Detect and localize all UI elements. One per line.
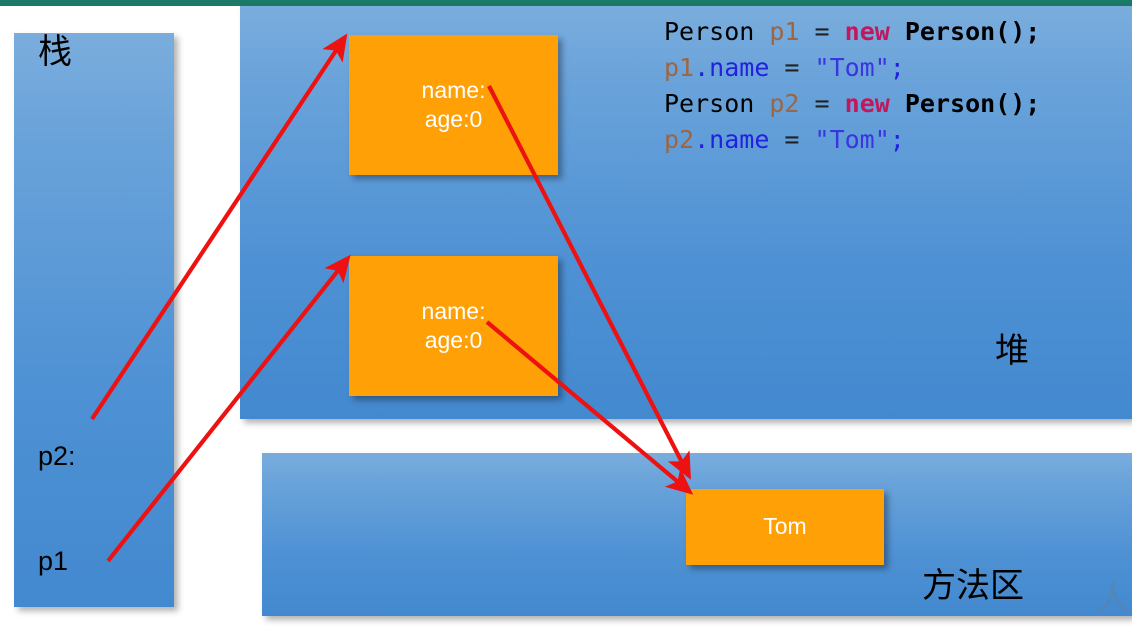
code-token-4-1: p2 — [664, 125, 695, 154]
method-area-string-constant: Tom — [686, 489, 884, 565]
code-token-4-5: ; — [889, 125, 905, 154]
code-token-2-3: = — [769, 53, 815, 82]
code-token-3-1: Person — [664, 89, 755, 118]
code-token-4-2: .name — [694, 125, 770, 154]
stack-region-panel — [14, 33, 174, 607]
object2-field-age: age:0 — [424, 327, 483, 353]
top-accent-bar — [0, 0, 1132, 6]
code-token-2-2: .name — [694, 53, 770, 82]
code-token-3-7: Person(); — [904, 89, 1041, 118]
code-token-3-2 — [754, 89, 769, 118]
object1-field-name: name: — [421, 76, 486, 103]
code-token-2-4: "Tom" — [814, 53, 890, 82]
code-token-2-5: ; — [889, 53, 905, 82]
string-constant-value: Tom — [763, 513, 807, 540]
code-line-2: p1.name = "Tom"; — [664, 50, 1040, 86]
code-token-1-5: new — [844, 17, 890, 46]
heap-object-person-1: name: age:0 — [349, 35, 558, 175]
code-token-3-6 — [890, 89, 905, 118]
stack-variable-p2: p2: — [38, 441, 76, 471]
code-token-1-7: Person(); — [904, 17, 1041, 46]
code-line-3: Person p2 = new Person(); — [664, 86, 1040, 122]
code-token-3-3: p2 — [769, 89, 800, 118]
code-token-1-3: p1 — [769, 17, 800, 46]
code-line-4: p2.name = "Tom"; — [664, 122, 1040, 158]
heap-object-person-2: name: age:0 — [349, 256, 558, 396]
object1-field-age: age:0 — [424, 106, 483, 132]
code-token-3-5: new — [844, 89, 890, 118]
code-token-1-2 — [754, 17, 769, 46]
code-token-1-6 — [890, 17, 905, 46]
code-token-1-4: = — [799, 17, 845, 46]
corner-watermark: 人 — [1096, 579, 1130, 619]
stack-variable-p1: p1 — [38, 546, 69, 576]
stack-region-label: 栈 — [38, 32, 72, 72]
code-token-3-4: = — [799, 89, 845, 118]
code-listing: Person p1 = new Person();p1.name = "Tom"… — [664, 14, 1040, 158]
code-token-1-1: Person — [664, 17, 755, 46]
code-token-2-1: p1 — [664, 53, 695, 82]
code-token-4-4: "Tom" — [814, 125, 890, 154]
heap-region-label: 堆 — [995, 331, 1029, 371]
object2-field-name: name: — [421, 297, 486, 324]
code-token-4-3: = — [769, 125, 815, 154]
code-line-1: Person p1 = new Person(); — [664, 14, 1040, 50]
method-area-region-label: 方法区 — [922, 566, 1024, 606]
